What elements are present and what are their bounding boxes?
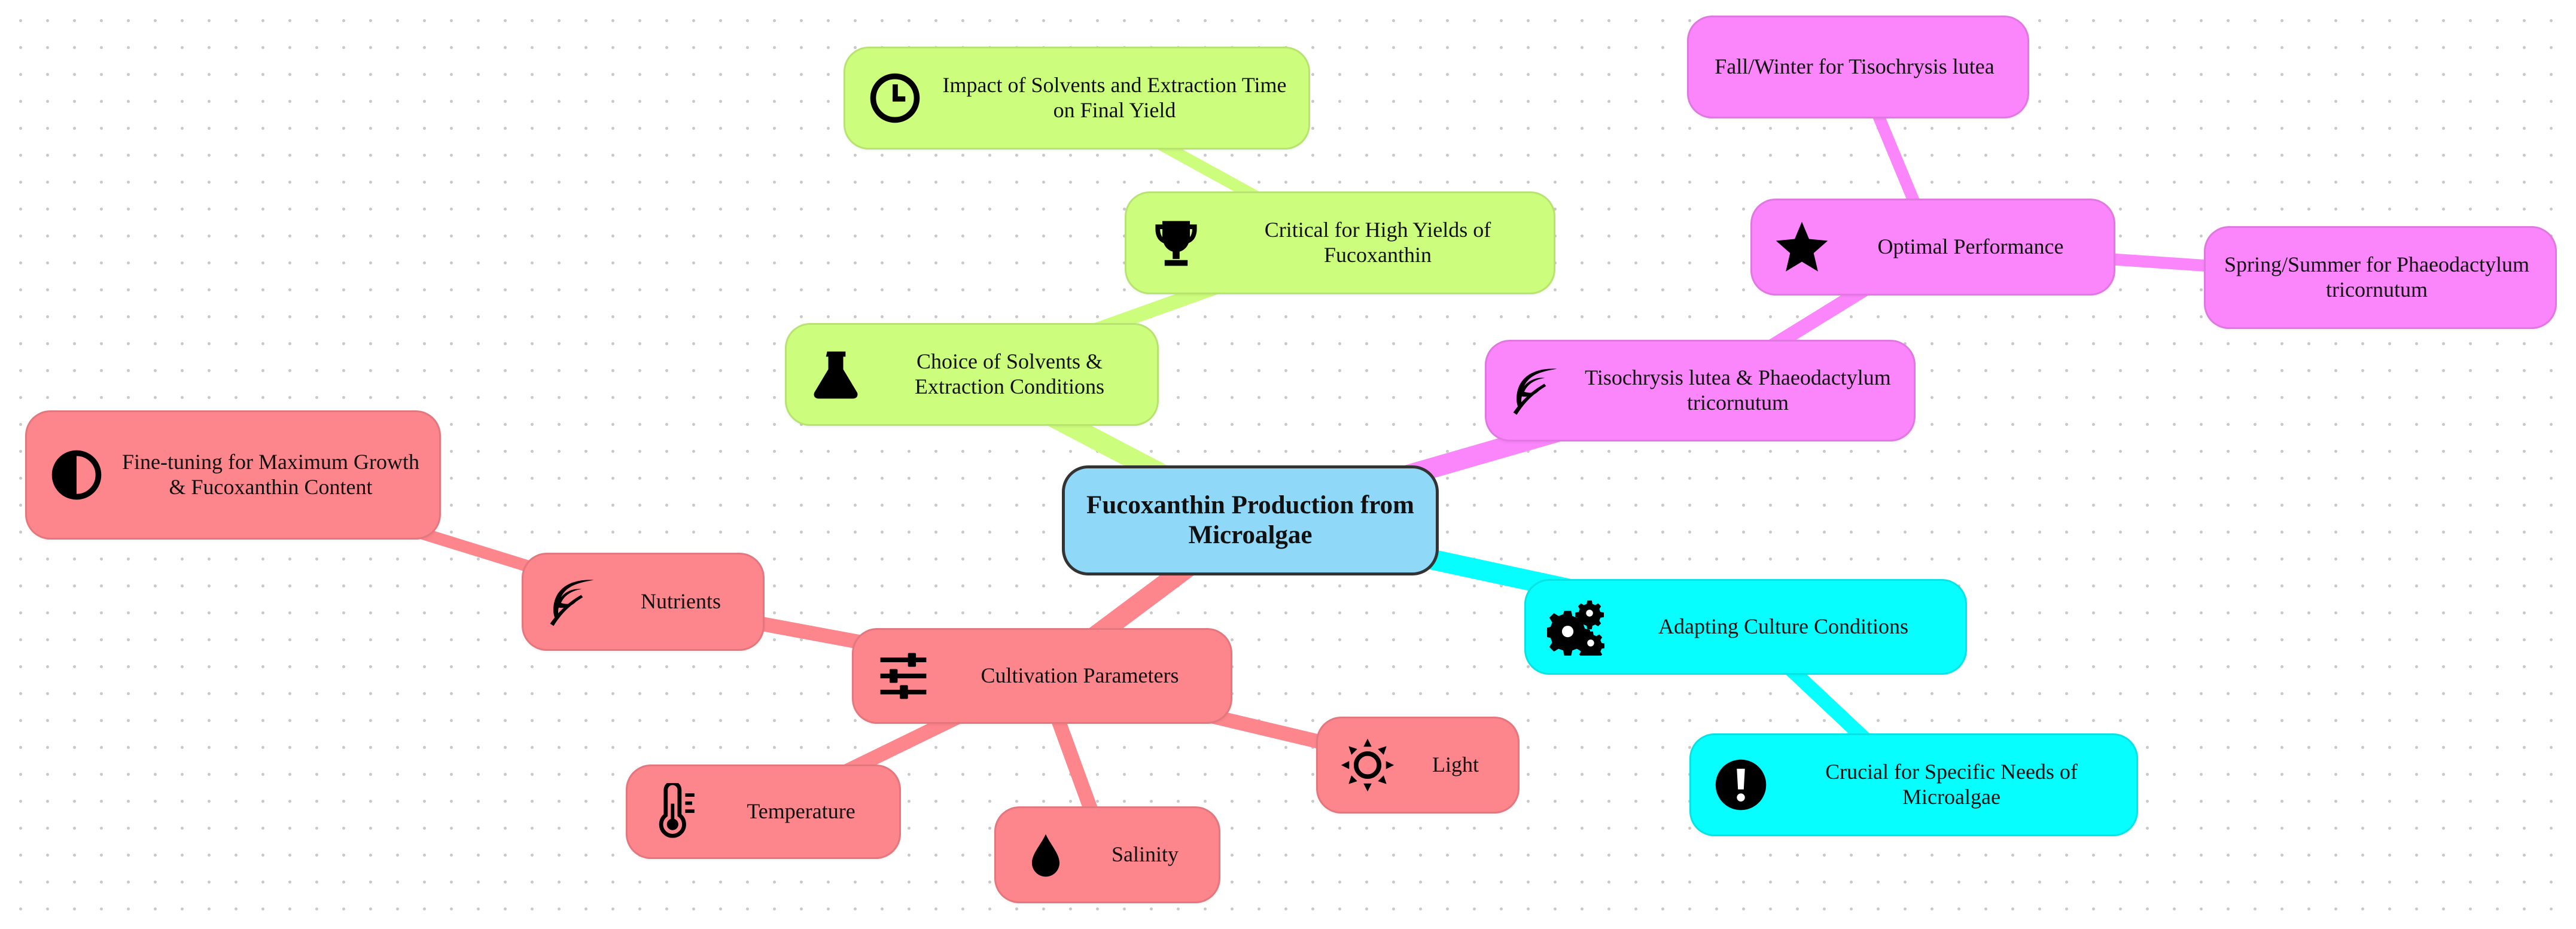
contrast-icon: [44, 442, 109, 508]
node-label: Crucial for Specific Needs of Microalgae: [1825, 760, 2078, 809]
leaf-icon: [540, 569, 606, 635]
node-label: Temperature: [747, 799, 855, 824]
node-label: Salinity: [1111, 842, 1179, 867]
node-label: Light: [1432, 753, 1479, 777]
node-label: Impact of Solvents and Extraction Time o…: [942, 73, 1287, 122]
sun-icon: [1335, 732, 1400, 798]
gears-icon: [1543, 594, 1609, 660]
sliders-icon: [870, 643, 936, 709]
node-label: Nutrients: [641, 589, 721, 614]
node-label: Fall/Winter for Tisochrysis lutea: [1715, 54, 1995, 79]
node-adapting[interactable]: Adapting Culture Conditions: [1524, 579, 1967, 675]
node-light[interactable]: Light: [1316, 717, 1520, 814]
thermometer-icon: [644, 779, 710, 845]
node-label: Choice of Solvents & Extraction Conditio…: [915, 349, 1104, 398]
node-impact[interactable]: Impact of Solvents and Extraction Time o…: [844, 47, 1310, 150]
node-crucial[interactable]: Crucial for Specific Needs of Microalgae: [1689, 733, 2138, 836]
node-finetuning[interactable]: Fine-tuning for Maximum Growth & Fucoxan…: [25, 410, 441, 540]
node-label: Optimal Performance: [1877, 234, 2064, 259]
root-node[interactable]: Fucoxanthin Production from Microalgae: [1062, 465, 1439, 575]
node-label: Fucoxanthin Production from Microalgae: [1086, 491, 1414, 549]
trophy-icon: [1143, 210, 1209, 276]
node-species[interactable]: Tisochrysis lutea & Phaeodactylum tricor…: [1485, 340, 1916, 441]
node-temperature[interactable]: Temperature: [626, 764, 901, 859]
star-icon: [1769, 214, 1835, 280]
node-label: Fine-tuning for Maximum Growth & Fucoxan…: [122, 450, 419, 499]
node-label: Spring/Summer for Phaeodactylum tricornu…: [2224, 252, 2529, 301]
exclamation-icon: [1708, 752, 1774, 818]
node-fallwinter[interactable]: Fall/Winter for Tisochrysis lutea: [1687, 16, 2029, 118]
node-label: Adapting Culture Conditions: [1658, 614, 1908, 639]
leaf-icon: [1503, 358, 1569, 424]
node-solvents[interactable]: Choice of Solvents & Extraction Conditio…: [785, 323, 1159, 426]
node-label: Cultivation Parameters: [981, 663, 1179, 688]
clock-icon: [862, 65, 928, 131]
node-springsummer[interactable]: Spring/Summer for Phaeodactylum tricornu…: [2204, 226, 2557, 329]
node-nutrients[interactable]: Nutrients: [522, 553, 765, 651]
node-critical[interactable]: Critical for High Yields of Fucoxanthin: [1125, 191, 1555, 294]
node-label: Tisochrysis lutea & Phaeodactylum tricor…: [1585, 365, 1891, 415]
node-label: Critical for High Yields of Fucoxanthin: [1264, 218, 1491, 267]
node-optimal[interactable]: Optimal Performance: [1750, 199, 2115, 296]
flask-icon: [803, 342, 869, 407]
droplet-icon: [1013, 822, 1079, 888]
node-cultivation[interactable]: Cultivation Parameters: [852, 628, 1232, 724]
node-salinity[interactable]: Salinity: [994, 806, 1220, 903]
